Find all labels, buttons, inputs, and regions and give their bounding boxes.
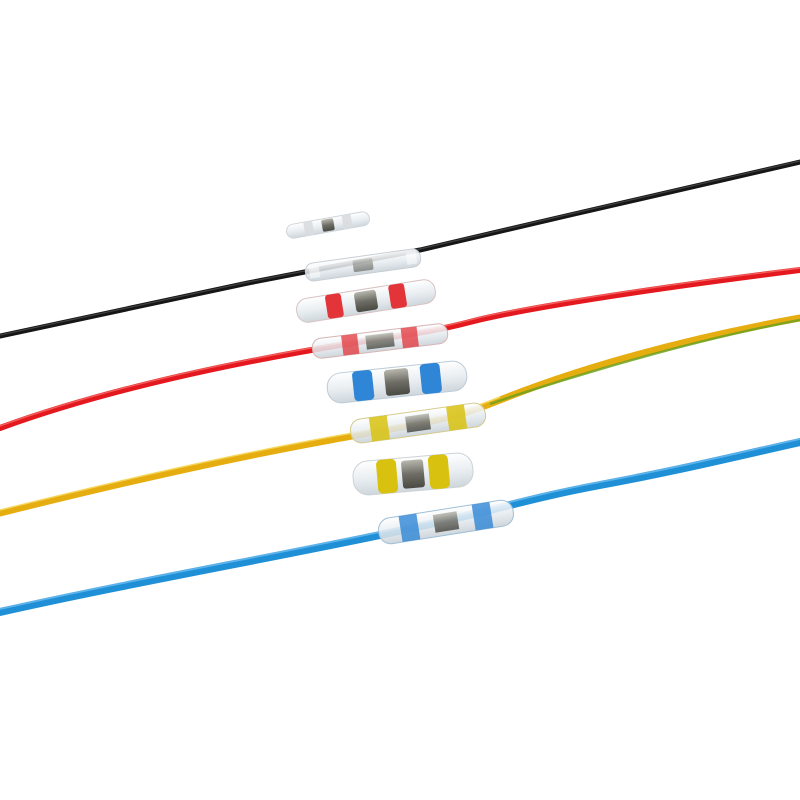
clear-connector: [286, 211, 370, 239]
yellow-green-wire: [0, 314, 800, 517]
blue-connector: [326, 360, 468, 404]
yellow-spliced-sleeve: [349, 402, 487, 444]
red-connector: [296, 279, 436, 323]
black-wire: [0, 159, 800, 339]
red-wire: [0, 267, 800, 431]
yellow-connector: [352, 452, 474, 496]
blue-wire: [0, 438, 800, 616]
red-spliced-sleeve: [311, 323, 449, 359]
clear-spliced-sleeve: [304, 248, 422, 282]
blue-spliced-sleeve: [378, 499, 514, 545]
